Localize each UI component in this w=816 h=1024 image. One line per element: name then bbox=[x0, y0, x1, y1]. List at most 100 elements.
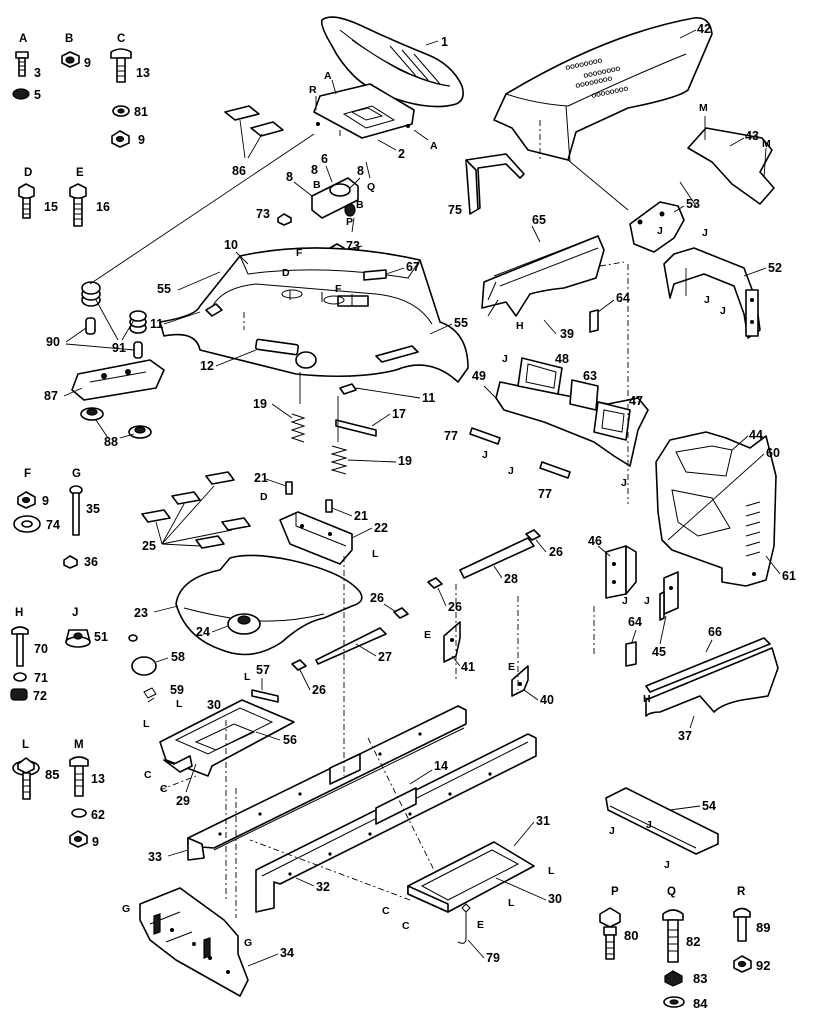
letter-g-1: G bbox=[122, 903, 130, 915]
seat-cushion bbox=[320, 16, 464, 108]
letter-l-3: L bbox=[244, 671, 251, 683]
decal-pad-a bbox=[224, 105, 260, 121]
letter-f-1: F bbox=[296, 247, 303, 259]
letter-j-13: J bbox=[664, 859, 670, 871]
callout-55-b: 55 bbox=[454, 316, 468, 330]
letter-a-seat: A bbox=[324, 70, 332, 82]
letter-d-1: D bbox=[282, 267, 290, 279]
nut-h-icon bbox=[10, 688, 28, 701]
pad-25-d bbox=[221, 517, 251, 531]
hardware-header-l: L bbox=[22, 739, 29, 751]
callout-73-a: 73 bbox=[256, 207, 270, 221]
callout-77-a: 77 bbox=[444, 429, 458, 443]
letter-j-5: J bbox=[502, 353, 508, 365]
lockwasher-icon bbox=[12, 88, 30, 100]
hardware-header-q: Q bbox=[667, 886, 676, 898]
callout-26-c: 26 bbox=[370, 591, 384, 605]
washer-m-icon bbox=[71, 808, 87, 818]
step-pad-right bbox=[339, 383, 357, 395]
callout-11-b: 11 bbox=[422, 391, 435, 405]
bracket-40 bbox=[511, 665, 529, 697]
callout-26-b: 26 bbox=[448, 600, 462, 614]
callout-21-b: 21 bbox=[354, 509, 368, 523]
grille-inserts: 48 63 47 49 J 77 J 77 J J bbox=[444, 352, 649, 501]
grille-65 bbox=[481, 235, 605, 317]
letter-j-4: J bbox=[720, 305, 726, 317]
rail-54-body bbox=[605, 787, 719, 855]
callout-19-b: 19 bbox=[398, 454, 412, 468]
callout-60: 60 bbox=[766, 446, 780, 460]
letter-h-1: H bbox=[516, 320, 524, 332]
hardware-header-g: G bbox=[72, 468, 81, 480]
decal-pad-b bbox=[250, 121, 284, 137]
callout-57: 57 bbox=[256, 663, 270, 677]
callout-1: 1 bbox=[441, 35, 448, 49]
rail-29 bbox=[163, 755, 193, 773]
callout-46: 46 bbox=[588, 534, 602, 548]
spring-19-a-icon bbox=[290, 413, 306, 443]
callout-13-c: 13 bbox=[136, 66, 150, 80]
callout-29: 29 bbox=[176, 794, 190, 808]
insert-47 bbox=[593, 401, 631, 441]
lock-nut-q-icon bbox=[664, 970, 683, 987]
callout-62: 62 bbox=[91, 808, 105, 822]
clip-59 bbox=[143, 687, 157, 703]
letter-e-1: E bbox=[424, 629, 431, 641]
letter-l-2: L bbox=[176, 698, 183, 710]
callout-9-b: 9 bbox=[84, 56, 91, 70]
callout-27: 27 bbox=[378, 650, 392, 664]
hardware-header-h: H bbox=[15, 607, 23, 619]
callout-90: 90 bbox=[46, 335, 60, 349]
callout-3: 3 bbox=[34, 66, 41, 80]
grommet-58 bbox=[131, 656, 157, 676]
callout-31: 31 bbox=[536, 814, 550, 828]
callout-14: 14 bbox=[434, 759, 448, 773]
hardware-header-p: P bbox=[611, 886, 619, 898]
callout-65: 65 bbox=[532, 213, 546, 227]
frame-side-32 bbox=[255, 733, 537, 913]
bracket-45 bbox=[663, 571, 679, 615]
callout-6: 6 bbox=[321, 152, 328, 166]
bracket-22 bbox=[279, 511, 353, 565]
clip-26-a bbox=[525, 529, 541, 541]
letter-j-10: J bbox=[644, 595, 650, 607]
bolt-h-icon bbox=[11, 626, 29, 667]
hardware-legend-bottom: P 80 Q 82 83 84 R 89 92 bbox=[599, 886, 770, 1011]
callout-12: 12 bbox=[200, 359, 214, 373]
callout-22: 22 bbox=[374, 521, 388, 535]
hardware-header-b: B bbox=[65, 33, 73, 45]
callout-82: 82 bbox=[686, 934, 700, 949]
strip-77-a bbox=[469, 427, 501, 445]
letter-e-2: E bbox=[508, 661, 515, 673]
bolt-l-icon bbox=[12, 757, 40, 800]
spring-assembly: 19 19 17 bbox=[253, 397, 412, 475]
callout-44: 44 bbox=[749, 428, 763, 442]
letter-l-6: L bbox=[508, 897, 515, 909]
callout-56: 56 bbox=[283, 733, 297, 747]
hardware-header-a: A bbox=[19, 33, 27, 45]
strip-77-b bbox=[539, 461, 571, 479]
callout-45: 45 bbox=[652, 645, 666, 659]
letter-d-2: D bbox=[260, 491, 268, 503]
callout-28: 28 bbox=[504, 572, 518, 586]
hardware-header-m: M bbox=[74, 739, 84, 751]
skirt-37 bbox=[645, 647, 779, 717]
hardware-header-f: F bbox=[24, 468, 31, 480]
letter-m-1: M bbox=[699, 102, 708, 114]
callout-11-a: 11 bbox=[150, 317, 163, 331]
pad-64-a bbox=[589, 309, 599, 333]
callout-63: 63 bbox=[583, 369, 597, 383]
callout-66: 66 bbox=[708, 625, 722, 639]
clip-26-d bbox=[291, 659, 307, 671]
hardware-header-j: J bbox=[72, 607, 78, 619]
callout-41: 41 bbox=[461, 660, 475, 674]
clip-26-c bbox=[393, 607, 409, 619]
callout-77-b: 77 bbox=[538, 487, 552, 501]
callout-15: 15 bbox=[44, 200, 58, 214]
seat-pan bbox=[313, 83, 415, 139]
callout-40: 40 bbox=[540, 693, 554, 707]
hardware-header-r: R bbox=[737, 886, 746, 898]
callout-23: 23 bbox=[134, 606, 148, 620]
assembly-guide-lines bbox=[89, 120, 697, 918]
